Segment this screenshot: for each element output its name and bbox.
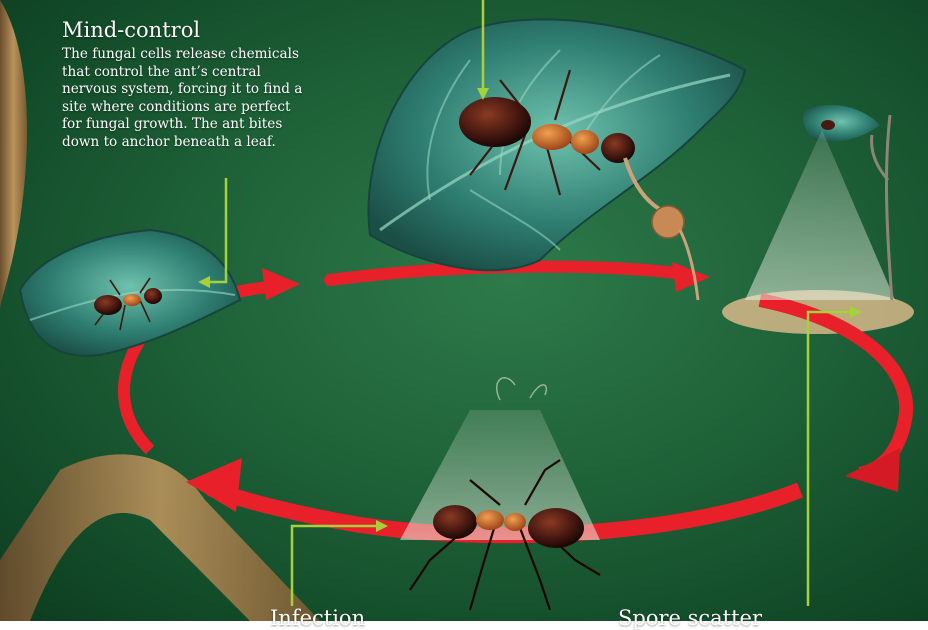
left-leaf-ant-illustration (20, 230, 240, 356)
mind-control-title: Mind-control (62, 18, 200, 42)
top-leaf-ant-illustration (368, 19, 745, 300)
spore-scatter-label: Spore scatter (618, 606, 762, 630)
spore-scatter-illustration (745, 105, 895, 300)
infection-ant-illustration (400, 378, 600, 610)
mind-control-line: The fungal cells release chemicals (62, 46, 362, 64)
pointer-spore (808, 312, 852, 606)
mind-control-description: The fungal cells release chemicals that … (62, 46, 362, 152)
pointer-infection (292, 526, 378, 606)
mind-control-line: site where conditions are perfect (62, 99, 362, 117)
mind-control-line: down to anchor beneath a leaf. (62, 134, 362, 152)
infection-label: Infection (270, 606, 365, 630)
mind-control-line: for fungal growth. The ant bites (62, 116, 362, 134)
mind-control-line: that control the ant’s central (62, 64, 362, 82)
mind-control-line: nervous system, forcing it to find a (62, 81, 362, 99)
